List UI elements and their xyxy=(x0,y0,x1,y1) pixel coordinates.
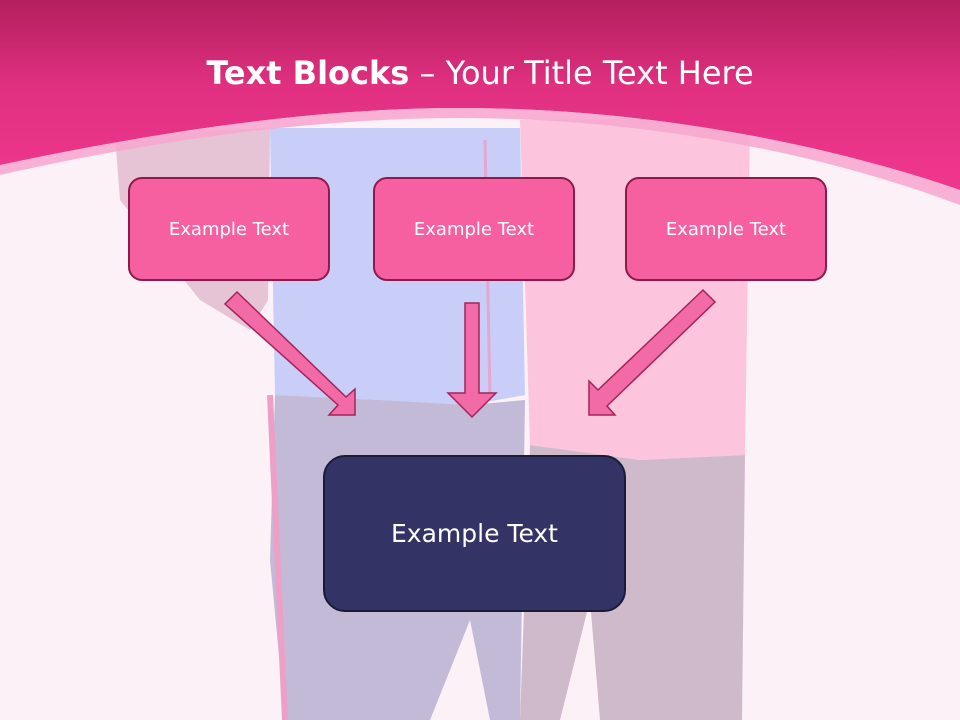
title-rest: Your Title Text Here xyxy=(445,54,754,92)
slide-title: Text Blocks – Your Title Text Here xyxy=(0,54,960,92)
center-block-label: Example Text xyxy=(391,519,558,548)
arrow-middle xyxy=(446,302,498,419)
arrow-right xyxy=(588,288,717,416)
header-band xyxy=(0,0,960,190)
diagram-arrows xyxy=(223,288,717,419)
top-block-3-label: Example Text xyxy=(665,218,787,240)
center-block: Example Text xyxy=(323,455,626,612)
top-block-3: Example Text xyxy=(625,177,827,281)
top-block-1-label: Example Text xyxy=(168,218,290,240)
top-block-1: Example Text xyxy=(128,177,330,281)
header-swoosh xyxy=(0,108,960,205)
title-separator: – xyxy=(409,54,446,92)
top-block-2-label: Example Text xyxy=(413,218,535,240)
top-block-2: Example Text xyxy=(373,177,575,281)
arrow-left xyxy=(223,290,356,416)
title-bold: Text Blocks xyxy=(206,54,410,92)
